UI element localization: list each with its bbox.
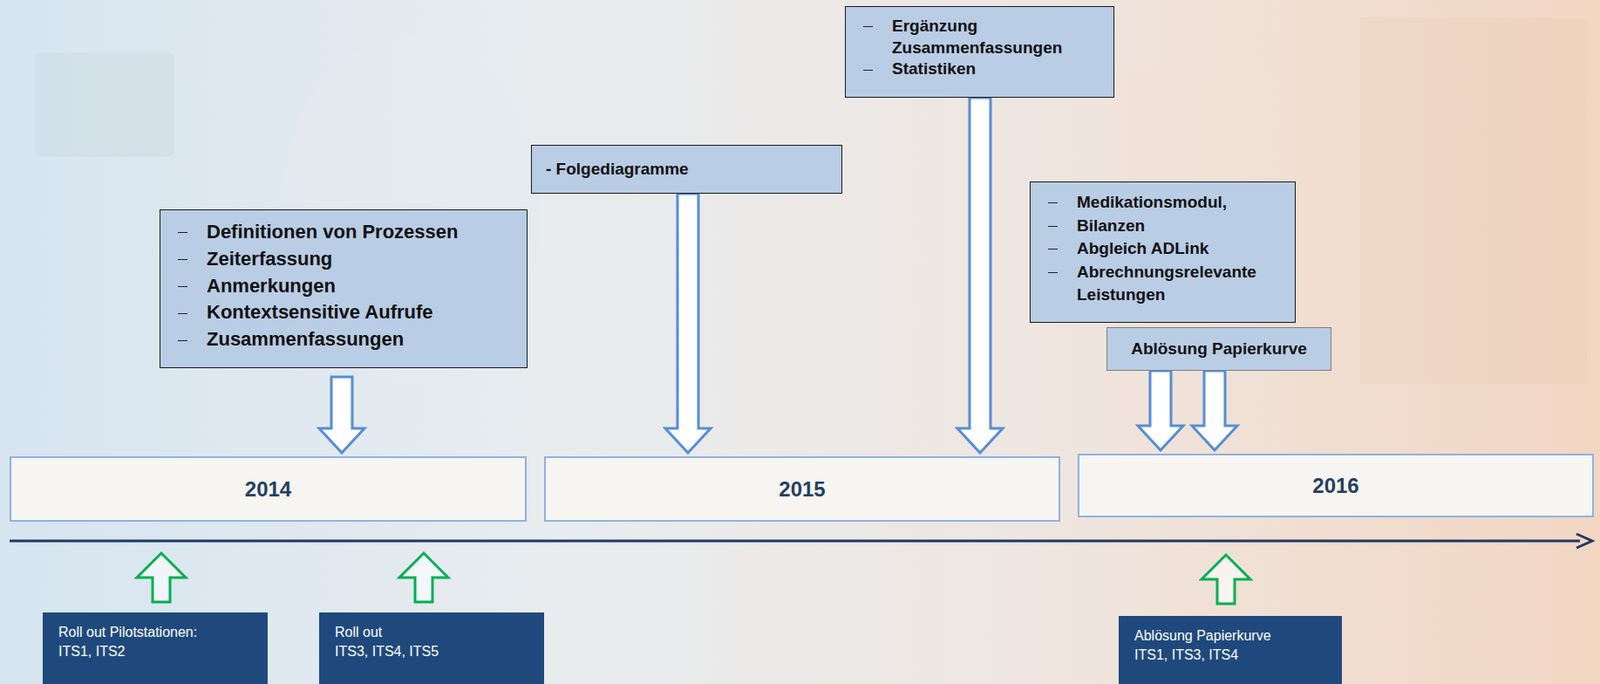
milestone-arrow	[1201, 554, 1251, 604]
feature-box: - Folgediagramme	[531, 144, 843, 194]
bullet-dash	[1048, 248, 1058, 250]
item-text: - Folgediagramme	[545, 159, 689, 179]
monitor-shape	[34, 52, 175, 157]
axis-arrowhead	[1576, 533, 1593, 548]
item-text: Ablösung Papierkurve	[1134, 626, 1327, 646]
item-text: Roll out Pilotstationen:	[58, 622, 252, 642]
year-label: 2015	[778, 476, 825, 502]
bullet-row: Abgleich ADLink	[1048, 237, 1283, 261]
bullet-row: Definitionen von Prozessen	[177, 218, 515, 246]
bullet-row: Bilanzen	[1048, 214, 1283, 239]
bullet-row: Statistiken	[863, 58, 1102, 81]
block-arrow	[319, 376, 365, 453]
item-text: ITS1, ITS2	[58, 641, 252, 661]
milestone-arrow	[399, 552, 449, 602]
bullet-row: Ergänzung Zusammenfassungen	[863, 15, 1102, 59]
item-text: Abrechnungsrelevante Leistungen	[1076, 260, 1283, 307]
bullet-row: Zeiterfassung	[177, 245, 515, 273]
item-text: Definitionen von Prozessen	[206, 218, 459, 246]
block-arrow	[665, 193, 711, 453]
bullet-dash	[863, 69, 873, 71]
block-arrow	[1191, 370, 1238, 450]
bullet-row: Kontextsensitive Aufrufe	[177, 299, 515, 327]
item-text: Ergänzung Zusammenfassungen	[891, 15, 1102, 59]
year-label: 2016	[1312, 473, 1359, 498]
item-text: ITS1, ITS3, ITS4	[1134, 645, 1327, 665]
bullet-dash	[1048, 225, 1058, 227]
block-arrow	[957, 97, 1003, 453]
item-text: Medikationsmodul,	[1076, 190, 1227, 215]
item-text: ITS3, ITS4, ITS5	[334, 641, 529, 661]
feature-box: Medikationsmodul,BilanzenAbgleich ADLink…	[1029, 181, 1296, 323]
milestone-box: Ablösung Papierkurve	[1106, 326, 1332, 371]
year-band: 2015	[544, 456, 1061, 522]
bullet-dash	[1048, 272, 1058, 273]
feature-box: Ergänzung ZusammenfassungenStatistiken	[844, 6, 1115, 98]
bullet-dash	[177, 285, 188, 287]
bullet-dash	[177, 340, 188, 341]
feature-box: Definitionen von ProzessenZeiterfassungA…	[159, 209, 528, 368]
item-text: Zusammenfassungen	[206, 326, 404, 354]
year-band: 2016	[1077, 453, 1594, 518]
rollout-box: Ablösung PapierkurveITS1, ITS3, ITS4	[1118, 615, 1342, 684]
rollout-box: Roll outITS3, ITS4, ITS5	[319, 612, 545, 684]
bullet-row: Anmerkungen	[177, 272, 515, 300]
bullet-dash	[177, 231, 188, 233]
equipment-shape	[1360, 17, 1587, 384]
bullet-row: Medikationsmodul,	[1048, 190, 1283, 215]
rollout-box: Roll out Pilotstationen:ITS1, ITS2	[42, 612, 268, 684]
item-text: Zeiterfassung	[206, 245, 333, 273]
bullet-dash	[177, 258, 188, 260]
item-text: Statistiken	[891, 58, 976, 81]
bullet-row: Abrechnungsrelevante Leistungen	[1048, 260, 1283, 307]
item-text: Roll out	[334, 622, 529, 642]
timeline-axis	[9, 539, 1580, 543]
bullet-dash	[863, 26, 873, 28]
year-label: 2014	[245, 476, 292, 502]
bullet-dash	[177, 313, 188, 314]
item-text: Kontextsensitive Aufrufe	[206, 299, 434, 327]
item-text: Ablösung Papierkurve	[1130, 339, 1308, 359]
item-text: Abgleich ADLink	[1076, 237, 1209, 261]
bullet-dash	[1048, 202, 1058, 204]
item-text: Bilanzen	[1076, 214, 1145, 239]
year-band: 2014	[9, 456, 527, 522]
milestone-arrow	[136, 552, 186, 602]
item-text: Anmerkungen	[206, 272, 336, 300]
bullet-row: Zusammenfassungen	[177, 326, 515, 354]
block-arrow	[1137, 370, 1184, 450]
